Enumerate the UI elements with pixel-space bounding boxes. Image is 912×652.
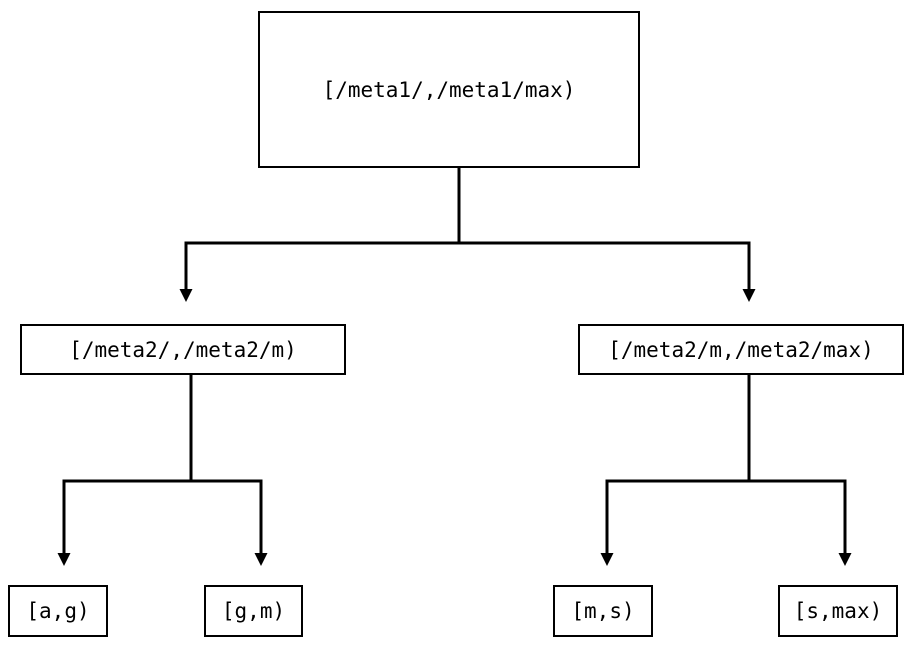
node-meta2-high[interactable]: [/meta2/m,/meta2/max) — [578, 324, 904, 375]
node-root[interactable]: [/meta1/,/meta1/max) — [258, 11, 640, 168]
node-leaf-ag-label: [a,g) — [26, 599, 90, 623]
node-leaf-gm[interactable]: [g,m) — [204, 585, 303, 637]
arrowhead-to-leaf-smax — [838, 553, 852, 566]
node-meta2-low[interactable]: [/meta2/,/meta2/m) — [20, 324, 346, 375]
node-leaf-ms-label: [m,s) — [571, 599, 635, 623]
node-leaf-ag[interactable]: [a,g) — [8, 585, 108, 637]
node-leaf-smax[interactable]: [s,max) — [778, 585, 898, 637]
node-meta2-high-label: [/meta2/m,/meta2/max) — [608, 337, 874, 362]
node-root-label: [/meta1/,/meta1/max) — [322, 77, 576, 102]
edge-meta2-high-to-leaf-ms — [605, 375, 751, 553]
edge-meta2-high-to-leaf-smax — [749, 479, 847, 553]
arrowhead-to-meta2-high — [742, 289, 756, 302]
arrowhead-to-meta2-low — [179, 289, 193, 302]
arrowhead-to-leaf-ag — [57, 553, 71, 566]
node-meta2-low-label: [/meta2/,/meta2/m) — [69, 337, 297, 362]
node-leaf-gm-label: [g,m) — [221, 599, 286, 623]
edge-root-to-meta2-low — [184, 168, 461, 289]
arrowhead-to-leaf-gm — [254, 553, 268, 566]
edge-meta2-low-to-leaf-ag — [62, 375, 193, 553]
edge-root-to-meta2-high — [459, 241, 751, 289]
arrowhead-to-leaf-ms — [600, 553, 614, 566]
node-leaf-ms[interactable]: [m,s) — [553, 585, 653, 637]
edge-meta2-low-to-leaf-gm — [191, 479, 263, 553]
node-leaf-smax-label: [s,max) — [793, 599, 883, 623]
